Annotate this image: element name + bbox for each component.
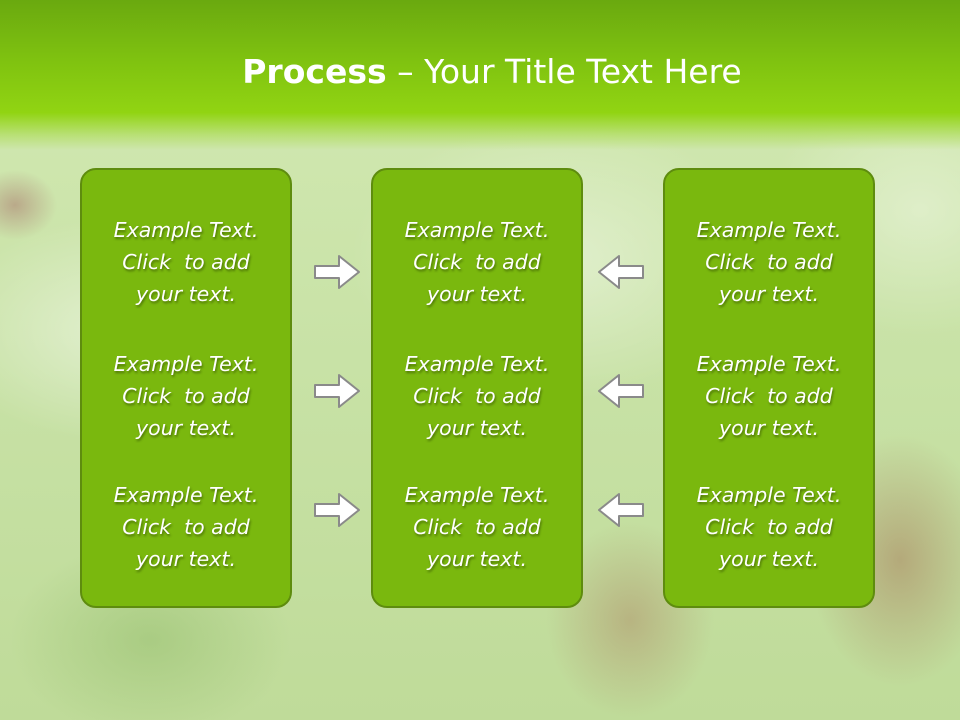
process-box-left[interactable]: Example Text. Click to add your text. Ex… [80, 168, 292, 608]
text-placeholder[interactable]: Example Text. Click to add your text. [373, 214, 581, 310]
text-line: Click to add [413, 250, 541, 274]
text-line: your text. [719, 416, 819, 440]
process-box-right[interactable]: Example Text. Click to add your text. Ex… [663, 168, 875, 608]
text-placeholder[interactable]: Example Text. Click to add your text. [665, 214, 873, 310]
arrow-left-icon [598, 255, 644, 289]
text-placeholder[interactable]: Example Text. Click to add your text. [665, 479, 873, 575]
text-placeholder[interactable]: Example Text. Click to add your text. [373, 479, 581, 575]
text-placeholder[interactable]: Example Text. Click to add your text. [82, 479, 290, 575]
text-line: your text. [719, 547, 819, 571]
text-line: Click to add [122, 515, 250, 539]
text-line: your text. [427, 416, 527, 440]
text-line: your text. [427, 282, 527, 306]
text-line: Example Text. [696, 483, 842, 507]
text-placeholder[interactable]: Example Text. Click to add your text. [373, 348, 581, 444]
arrow-right-icon [314, 493, 360, 527]
text-line: Click to add [705, 384, 833, 408]
text-line: Example Text. [113, 352, 259, 376]
text-line: Click to add [705, 250, 833, 274]
arrow-right-icon [314, 374, 360, 408]
text-line: Example Text. [113, 218, 259, 242]
arrow-right-icon [314, 255, 360, 289]
text-line: Click to add [705, 515, 833, 539]
slide-title[interactable]: Process – Your Title Text Here [0, 52, 960, 91]
text-line: Click to add [413, 384, 541, 408]
text-line: Example Text. [404, 483, 550, 507]
title-bold-text: Process [242, 52, 387, 91]
text-line: Example Text. [113, 483, 259, 507]
text-placeholder[interactable]: Example Text. Click to add your text. [82, 214, 290, 310]
text-line: Example Text. [404, 352, 550, 376]
title-rest-text: – Your Title Text Here [386, 52, 742, 91]
text-line: your text. [136, 416, 236, 440]
text-line: your text. [136, 547, 236, 571]
text-line: Example Text. [696, 218, 842, 242]
text-line: your text. [136, 282, 236, 306]
text-line: Click to add [122, 384, 250, 408]
text-line: your text. [719, 282, 819, 306]
title-bar [0, 0, 960, 150]
text-line: Example Text. [404, 218, 550, 242]
text-line: Click to add [122, 250, 250, 274]
text-line: Click to add [413, 515, 541, 539]
text-placeholder[interactable]: Example Text. Click to add your text. [82, 348, 290, 444]
text-line: your text. [427, 547, 527, 571]
arrow-left-icon [598, 493, 644, 527]
text-line: Example Text. [696, 352, 842, 376]
arrow-left-icon [598, 374, 644, 408]
text-placeholder[interactable]: Example Text. Click to add your text. [665, 348, 873, 444]
process-box-middle[interactable]: Example Text. Click to add your text. Ex… [371, 168, 583, 608]
